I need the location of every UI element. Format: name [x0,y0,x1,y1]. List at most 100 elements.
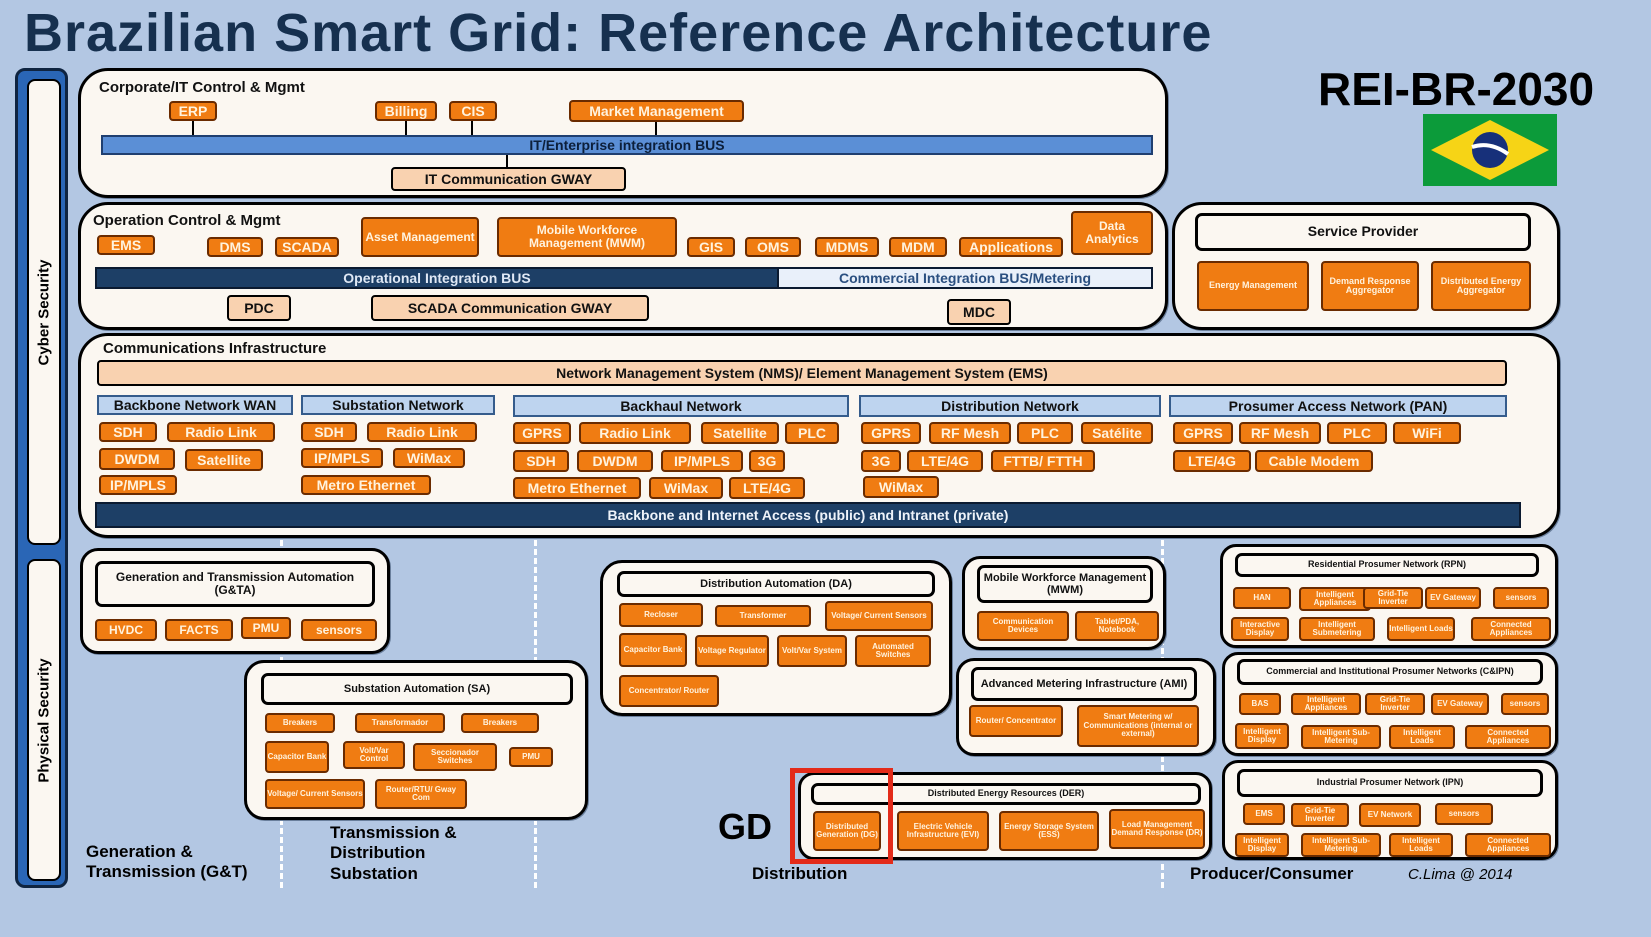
dist-3g: 3G [861,450,901,472]
cipn-panel: Commercial and Institutional Prosumer Ne… [1222,652,1558,756]
cipn-loads: Intelligent Loads [1389,725,1455,749]
service-provider-label: Service Provider [1195,213,1531,251]
dist-satelite: Satélite [1081,422,1153,444]
oms-box: OMS [745,237,801,257]
operation-control-panel: Operation Control & Mgmt EMS DMS SCADA A… [78,202,1168,330]
cipn-connected-appliances: Connected Appliances [1465,725,1551,749]
sa-breakers: Breakers [265,713,335,733]
mwm-box: Mobile Workforce Management (MWM) [497,217,677,257]
corporate-it-label: Corporate/IT Control & Mgmt [99,79,305,96]
rpn-submetering: Intelligent Submetering [1299,617,1375,641]
substation-network-header: Substation Network [301,395,495,415]
gta-sensors: sensors [301,619,377,641]
bh-gprs: GPRS [513,422,571,444]
ipn-panel: Industrial Prosumer Network (IPN) EMS Gr… [1222,760,1558,860]
cipn-grid-tie: Grid-Tie Inverter [1365,693,1425,715]
dist-rf-mesh: RF Mesh [929,422,1011,444]
footer-tds: Transmission & Distribution Substation [330,823,457,883]
pan-cable-modem: Cable Modem [1255,450,1373,472]
pan-wifi: WiFi [1393,422,1461,444]
distribution-automation-panel: Distribution Automation (DA) Recloser Tr… [600,560,952,716]
ami-concentrator: Router/ Concentrator [969,705,1063,737]
sub-ip-mpls: IP/MPLS [301,448,383,468]
dist-plc: PLC [1017,422,1073,444]
rpn-grid-tie: Grid-Tie Inverter [1363,587,1423,609]
ami-label: Advanced Metering Infrastructure (AMI) [971,667,1197,701]
backbone-internet-bar: Backbone and Internet Access (public) an… [95,502,1521,528]
da-transformer: Transformer [715,605,811,627]
prosumer-access-network-header: Prosumer Access Network (PAN) [1169,395,1507,417]
ipn-connected-appliances: Connected Appliances [1465,833,1551,857]
sub-sdh: SDH [301,422,357,442]
bh-satellite: Satellite [701,422,779,444]
market-management-box: Market Management [569,100,744,122]
asset-management-box: Asset Management [361,217,479,257]
footer-gt: Generation & Transmission (G&T) [86,842,248,882]
cis-box: CIS [449,101,497,121]
operation-control-label: Operation Control & Mgmt [93,212,281,229]
sa-label: Substation Automation (SA) [261,673,573,705]
wan-sdh: SDH [99,422,157,442]
brazil-flag-icon [1423,114,1557,186]
gta-facts: FACTS [165,619,233,641]
gd-label: GD [718,806,772,847]
physical-security-label: Physical Security [35,657,53,783]
ipn-loads: Intelligent Loads [1389,833,1453,857]
physical-security-band: Physical Security [27,559,61,881]
sa-pmu: PMU [509,747,553,767]
mdms-box: MDMS [815,237,879,257]
mwm-tablet: Tablet/PDA, Notebook [1075,611,1159,641]
pan-lte-4g: LTE/4G [1173,450,1251,472]
cipn-ev-gateway: EV Gateway [1431,693,1489,715]
da-automated-switches: Automated Switches [855,635,931,667]
der-ev-infrastructure: Electric Vehicle Infrastructure (EVI) [897,811,989,851]
it-enterprise-bus: IT/Enterprise integration BUS [101,135,1153,155]
der-panel: Distributed Energy Resources (DER) Distr… [798,772,1212,860]
it-communication-gateway: IT Communication GWAY [391,167,626,191]
backhaul-network-header: Backhaul Network [513,395,849,417]
cipn-label: Commercial and Institutional Prosumer Ne… [1237,659,1543,685]
service-provider-panel: Service Provider Energy Management Deman… [1172,202,1560,330]
wan-radio-link: Radio Link [167,422,275,442]
nms-ems-bar: Network Management System (NMS)/ Element… [97,360,1507,386]
ems-box: EMS [97,235,155,255]
gta-pmu: PMU [241,617,291,639]
erp-box: ERP [169,101,217,121]
bh-3g: 3G [749,450,785,472]
ami-panel: Advanced Metering Infrastructure (AMI) R… [956,658,1216,756]
pan-gprs: GPRS [1173,422,1233,444]
ipn-label: Industrial Prosumer Network (IPN) [1237,769,1543,797]
bh-metro-ethernet: Metro Ethernet [513,477,641,499]
sub-metro-ethernet: Metro Ethernet [301,475,431,495]
rpn-panel: Residential Prosumer Network (RPN) HAN I… [1220,544,1558,648]
cipn-intelligent-appliances: Intelligent Appliances [1291,693,1361,715]
dms-box: DMS [207,237,263,257]
energy-management-box: Energy Management [1197,261,1309,311]
communications-panel: Communications Infrastructure Network Ma… [78,333,1560,538]
gta-hvdc: HVDC [95,619,157,641]
cyber-security-band: Cyber Security [27,79,61,545]
commercial-integration-bus: Commercial Integration BUS/Metering [777,267,1153,289]
wan-ip-mpls: IP/MPLS [99,475,177,495]
rpn-sensors: sensors [1493,587,1549,609]
ipn-grid-tie: Grid-Tie Inverter [1291,803,1349,827]
der-load-management: Load Management Demand Response (DR) [1109,809,1205,849]
sa-breakers-2: Breakers [461,713,539,733]
wan-dwdm: DWDM [99,448,175,470]
pdc-box: PDC [227,295,291,321]
da-voltage-regulator: Voltage Regulator [695,635,769,667]
mwm-label: Mobile Workforce Management (MWM) [977,565,1153,603]
dist-fttb-ftth: FTTB/ FTTH [991,450,1095,472]
gta-label: Generation and Transmission Automation (… [95,561,375,607]
corporate-it-panel: Corporate/IT Control & Mgmt ERP Billing … [78,68,1168,198]
sa-capacitor-bank: Capacitor Bank [265,741,329,773]
rpn-connected-appliances: Connected Appliances [1471,617,1551,641]
da-recloser: Recloser [619,603,703,627]
pan-rf-mesh: RF Mesh [1239,422,1321,444]
scada-box: SCADA [275,237,339,257]
sub-wimax: WiMax [393,448,465,468]
footer-credit: C.Lima @ 2014 [1408,866,1513,883]
footer-distribution: Distribution [752,864,848,883]
ipn-sensors: sensors [1435,803,1493,825]
substation-automation-panel: Substation Automation (SA) Breakers Tran… [244,660,588,820]
